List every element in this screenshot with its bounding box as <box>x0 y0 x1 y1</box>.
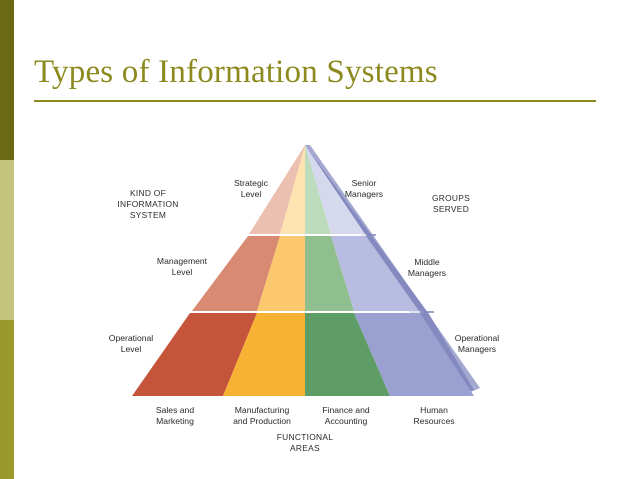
segment-strategic-manufacturing <box>280 145 305 234</box>
title-underline <box>34 100 596 102</box>
management-level-line1: Management <box>157 256 208 266</box>
functional-areas-line1: FUNCTIONAL <box>277 432 334 442</box>
operational-level-line1: Operational <box>109 333 154 343</box>
kind-label-line3: SYSTEM <box>130 210 166 220</box>
functional-areas-line2: AREAS <box>290 443 320 453</box>
sidebar-stripe-middle <box>0 160 14 320</box>
segment-operational-sales <box>132 313 257 396</box>
groups-served-line2: SERVED <box>433 204 469 214</box>
kind-label-line1: KIND OF <box>130 188 166 198</box>
kind-label-line2: INFORMATION <box>117 199 178 209</box>
segment-strategic-hr <box>305 145 365 234</box>
sidebar-stripe-top <box>0 0 14 160</box>
area-manufacturing-line2: and Production <box>233 416 291 426</box>
segment-strategic-sales <box>249 145 305 234</box>
segment-management-sales <box>192 236 280 311</box>
operational-managers-line1: Operational <box>455 333 500 343</box>
sidebar-stripe-bottom <box>0 320 14 479</box>
groups-served-line1: GROUPS <box>432 193 470 203</box>
senior-managers-line2: Managers <box>345 189 383 199</box>
area-hr-line1: Human <box>420 405 448 415</box>
area-sales-line1: Sales and <box>156 405 194 415</box>
strategic-level-line2: Level <box>241 189 262 199</box>
area-hr-line2: Resources <box>413 416 454 426</box>
tier-strategic <box>249 145 365 234</box>
area-finance-line1: Finance and <box>322 405 370 415</box>
segment-operational-hr <box>354 313 474 396</box>
area-manufacturing-line1: Manufacturing <box>235 405 290 415</box>
tier-operational <box>132 313 474 396</box>
tier-management <box>192 236 419 311</box>
middle-managers-line2: Managers <box>408 268 446 278</box>
area-finance-line2: Accounting <box>325 416 368 426</box>
segment-management-finance <box>305 236 354 311</box>
segment-operational-manufacturing <box>223 313 305 396</box>
segment-management-manufacturing <box>257 236 305 311</box>
operational-managers-line2: Managers <box>458 344 496 354</box>
strategic-level-line1: Strategic <box>234 178 269 188</box>
segment-operational-finance <box>305 313 390 396</box>
management-level-line2: Level <box>172 267 193 277</box>
middle-managers-line1: Middle <box>414 257 440 267</box>
slide-title: Types of Information Systems <box>34 54 438 90</box>
area-sales-line2: Marketing <box>156 416 194 426</box>
operational-level-line2: Level <box>121 344 142 354</box>
pyramid-side-face-upper <box>305 145 480 393</box>
senior-managers-line1: Senior <box>352 178 377 188</box>
segment-management-hr <box>331 236 419 311</box>
